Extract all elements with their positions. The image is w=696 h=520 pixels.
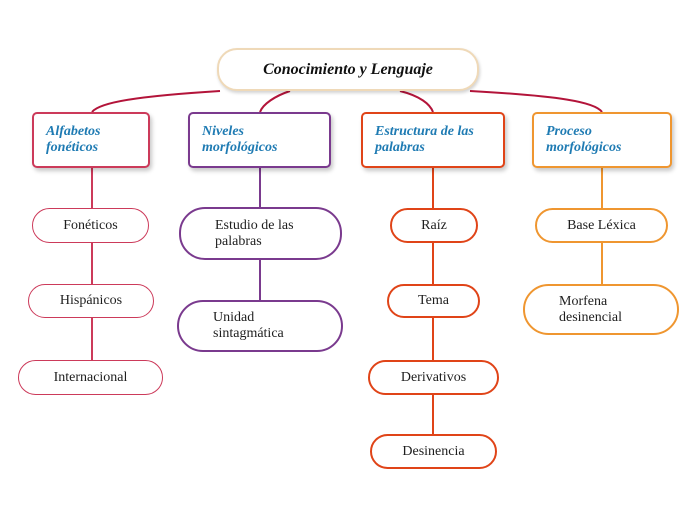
leaf-label: Derivativos <box>400 369 467 385</box>
leaf-label: Fonéticos <box>63 217 118 233</box>
leaf-label: Raíz <box>421 217 447 233</box>
leaf-unidad-sintagmatica[interactable]: Unidad sintagmática <box>177 300 343 352</box>
category-label: Niveles morfológicos <box>202 124 278 155</box>
category-estructura-palabras[interactable]: Estructura de las palabras <box>361 112 505 168</box>
category-niveles-morfologicos[interactable]: Niveles morfológicos <box>188 112 331 168</box>
category-proceso-morfologicos[interactable]: Proceso morfológicos <box>532 112 672 168</box>
leaf-derivativos[interactable]: Derivativos <box>368 360 499 395</box>
leaf-label: Desinencia <box>402 443 465 459</box>
leaf-label: Unidad sintagmática <box>213 310 284 341</box>
leaf-label: Morfena desinencial <box>559 293 622 325</box>
leaf-label: Estudio de las palabras <box>215 217 294 249</box>
link-root-niveles <box>259 90 291 113</box>
leaf-hispanicos[interactable]: Hispánicos <box>28 284 154 318</box>
category-label: Estructura de las palabras <box>375 124 474 155</box>
leaf-base-lexica[interactable]: Base Léxica <box>535 208 668 243</box>
leaf-internacional[interactable]: Internacional <box>18 360 163 395</box>
leaf-morfena-desinencial[interactable]: Morfena desinencial <box>523 284 679 335</box>
leaf-estudio-palabras[interactable]: Estudio de las palabras <box>179 207 342 260</box>
category-label: Proceso morfológicos <box>546 124 622 155</box>
leaf-label: Hispánicos <box>59 293 123 308</box>
root-node[interactable]: Conocimiento y Lenguaje <box>217 48 479 91</box>
leaf-label: Tema <box>418 293 449 308</box>
leaf-raiz[interactable]: Raíz <box>390 208 478 243</box>
category-label: Alfabetos fonéticos <box>46 124 101 155</box>
leaf-desinencia[interactable]: Desinencia <box>370 434 497 469</box>
leaf-foneticos[interactable]: Fonéticos <box>32 208 149 243</box>
link-root-alfabetos <box>91 90 221 113</box>
link-root-estructura <box>399 90 434 113</box>
root-label: Conocimiento y Lenguaje <box>263 60 433 78</box>
leaf-label: Internacional <box>53 369 128 385</box>
link-root-proceso <box>469 90 603 113</box>
category-alfabetos-foneticos[interactable]: Alfabetos fonéticos <box>32 112 150 168</box>
leaf-label: Base Léxica <box>567 217 636 233</box>
leaf-tema[interactable]: Tema <box>387 284 480 318</box>
